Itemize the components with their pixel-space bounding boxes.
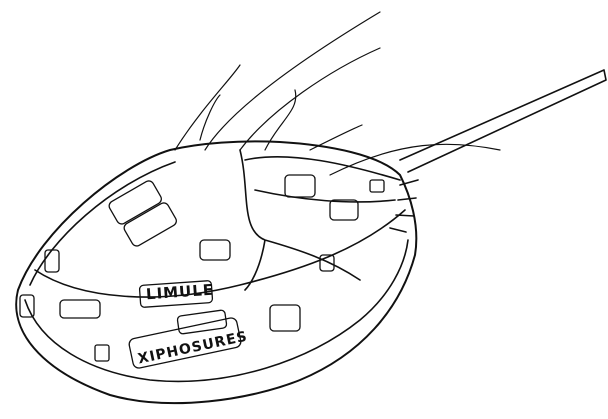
hinge	[239, 149, 361, 291]
abdomen-ridge	[244, 155, 401, 203]
spines	[389, 179, 419, 233]
antennae	[174, 11, 501, 176]
tail	[399, 69, 607, 173]
carapace-outline	[15, 140, 418, 405]
mid-band	[34, 209, 406, 298]
panels	[19, 174, 385, 369]
carapace-rim	[24, 161, 409, 383]
